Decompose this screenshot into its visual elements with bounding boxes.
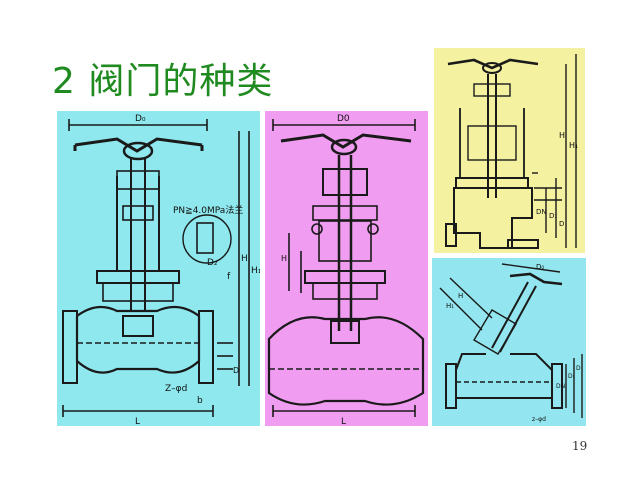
dim-bolt-label: z–φd <box>532 416 546 423</box>
angle-valve-svg: H H₁ D₁ D DN <box>445 54 578 249</box>
dim-h-label: H <box>458 292 463 300</box>
dim-d0-label: D0 <box>337 114 350 124</box>
angle-valve-drawing-yellow: H H₁ D₁ D DN <box>434 48 585 253</box>
dim-b-label: b <box>197 396 203 406</box>
dim-d-label: D <box>233 366 239 375</box>
dim-h1-label: H₁ <box>251 266 260 276</box>
dim-d1-label: D₁ <box>549 212 557 220</box>
globe-valve-drawing-magenta: D0 L H <box>265 111 428 426</box>
dim-d1-label: D₁ <box>568 373 576 380</box>
y-valve-svg: D₀ H H₁ DN D₁ D z–φd <box>439 263 583 423</box>
slide-title: 2 阀门的种类 <box>52 61 274 102</box>
y-valve-drawing-cyan: D₀ H H₁ DN D₁ D z–φd <box>432 258 586 426</box>
dim-d0-label: D₀ <box>135 114 146 124</box>
page-number: 19 <box>572 439 588 453</box>
dim-bolt-label: Z–φd <box>165 384 187 394</box>
dim-d-label: D <box>576 365 581 372</box>
dim-h-label: H <box>281 254 287 263</box>
dim-h-label: H <box>559 131 565 140</box>
pressure-note: PN≧4.0MPa法兰 <box>173 204 243 216</box>
globe-valve-magenta-svg: D0 L H <box>267 114 425 426</box>
dim-dn-label: DN <box>556 383 565 390</box>
dim-d0-label: D₀ <box>536 263 544 271</box>
globe-valve-drawing-cyan: D₀ PN≧4.0MPa法兰 H H₁ D₂ f Z–φd b L D <box>57 111 260 426</box>
dim-l-label: L <box>341 417 346 426</box>
dim-dn-label: DN <box>536 208 547 216</box>
dim-f-label: f <box>227 272 231 282</box>
dim-h1-label: H₁ <box>446 302 454 310</box>
globe-valve-svg: D₀ PN≧4.0MPa法兰 H H₁ D₂ f Z–φd b L D <box>62 114 260 426</box>
dim-d-label: D <box>559 220 564 228</box>
dim-l-label: L <box>135 417 140 426</box>
dim-h-label: H <box>241 254 248 264</box>
dim-h1-label: H₁ <box>569 141 578 150</box>
dim-d2-label: D₂ <box>207 258 218 268</box>
